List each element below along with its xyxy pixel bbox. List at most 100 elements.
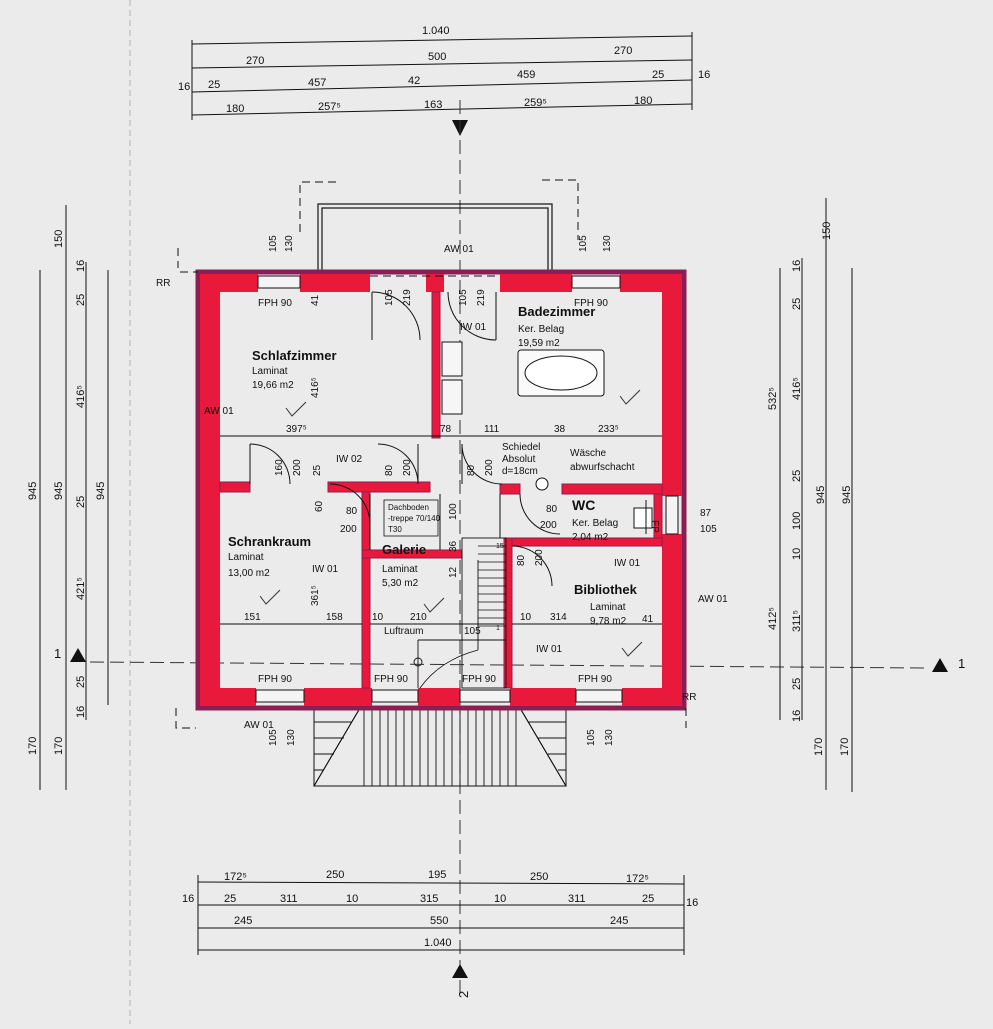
dim-top: 180 <box>634 95 652 107</box>
doors <box>249 291 561 587</box>
bathtub <box>517 349 605 397</box>
room-floor: Laminat <box>382 564 418 575</box>
dim-interior: 130 <box>286 729 297 746</box>
room-floor: Laminat <box>252 366 288 377</box>
dim-right: 150 <box>821 222 833 240</box>
dim-left: 16 <box>75 260 87 272</box>
dim-interior: 158 <box>326 612 343 623</box>
dim-left: 416⁵ <box>75 385 87 408</box>
dim-interior: 87 <box>700 508 712 519</box>
dim-interior: 130 <box>604 729 615 746</box>
dims-top <box>191 32 693 120</box>
dim-left: 421⁵ <box>75 577 87 600</box>
dim-bottom: 172⁵ <box>626 873 649 885</box>
dim-interior: 80 <box>516 554 527 566</box>
section-marker-right <box>932 658 948 672</box>
shower-elements <box>441 341 463 415</box>
room-floor: Ker. Belag <box>572 518 618 529</box>
dim-bottom: 16 <box>182 893 194 905</box>
label-fph90: FPH 90 <box>258 298 292 309</box>
dim-right: 25 <box>791 298 803 310</box>
label-fph90: FPH 90 <box>578 674 612 685</box>
dim-interior: 41 <box>310 294 321 306</box>
label-fph90: FPH 90 <box>462 674 496 685</box>
room-name-galerie: Galerie <box>382 542 426 557</box>
label-aw01: AW 01 <box>698 594 728 605</box>
entrance-stairs <box>313 707 567 787</box>
dim-right: 945 <box>815 486 827 504</box>
dim-interior: 105 <box>586 729 597 746</box>
dim-interior: 210 <box>410 612 427 623</box>
label-aw01: AW 01 <box>444 244 474 255</box>
dim-bottom: 311 <box>568 893 586 905</box>
dim-interior: 105 <box>578 235 589 252</box>
dim-bottom: 16 <box>686 897 698 909</box>
dim-bottom-total: 1.040 <box>424 937 452 949</box>
label-iw01: IW 01 <box>536 644 563 655</box>
dim-right: 10 <box>791 548 803 560</box>
dim-interior: 25 <box>312 464 323 476</box>
dim-interior: 397⁵ <box>286 424 307 435</box>
dim-interior: 130 <box>602 235 613 252</box>
room-floor: Ker. Belag <box>518 324 564 335</box>
room-name-schlafzimmer: Schlafzimmer <box>252 348 337 363</box>
dim-interior: 200 <box>402 459 413 476</box>
label-iw01: IW 01 <box>460 322 487 333</box>
dim-right: 16 <box>791 260 803 272</box>
dim-interior: 41 <box>642 614 654 625</box>
room-floor: Laminat <box>590 602 626 613</box>
dim-right: 412⁵ <box>767 607 779 630</box>
dim-interior: 36 <box>448 540 459 552</box>
dim-interior: 105 <box>384 289 395 306</box>
dim-top: 500 <box>428 51 446 63</box>
dim-left: 945 <box>95 482 107 500</box>
label-iw01: IW 01 <box>312 564 339 575</box>
dim-interior: 80 <box>466 464 477 476</box>
dachboden-box <box>383 499 439 537</box>
note-schiedel: d=18cm <box>502 466 538 477</box>
dim-interior: 105 <box>464 626 481 637</box>
dim-bottom: 315 <box>420 893 438 905</box>
dim-interior: 233⁵ <box>598 424 619 435</box>
room-floor: Laminat <box>228 552 264 563</box>
section-label: 1 <box>958 656 965 671</box>
dim-left: 945 <box>27 482 39 500</box>
room-area: 2,04 m2 <box>572 532 609 543</box>
dims-bottom <box>197 875 685 955</box>
dim-top: 259⁵ <box>524 97 547 109</box>
dims-right <box>779 198 853 792</box>
dim-left: 16 <box>75 706 87 718</box>
dim-top: 16 <box>698 69 710 81</box>
dim-top: 163 <box>424 99 442 111</box>
dim-interior: 78 <box>440 424 452 435</box>
dim-right: 100 <box>791 512 803 530</box>
dim-left: 25 <box>75 496 87 508</box>
dim-top: 25 <box>208 79 220 91</box>
room-name-bibliothek: Bibliothek <box>574 582 638 597</box>
dim-top: 270 <box>614 45 632 57</box>
dim-interior: 416⁵ <box>310 377 321 398</box>
dim-left: 170 <box>27 737 39 755</box>
dim-interior: 38 <box>554 424 566 435</box>
dim-interior: 12 <box>448 566 459 578</box>
dims-left <box>39 205 109 790</box>
room-name-wc: WC <box>572 497 595 513</box>
wc-fixtures <box>535 477 653 534</box>
dim-bottom: 10 <box>346 893 358 905</box>
dim-right: 16 <box>791 710 803 722</box>
dashed-outlines <box>175 179 687 729</box>
dim-top: 25 <box>652 69 664 81</box>
balcony <box>317 203 553 273</box>
dim-top: 42 <box>408 75 420 87</box>
dim-bottom: 10 <box>494 893 506 905</box>
note-rr: RR <box>156 278 170 289</box>
label-fph90: FPH 90 <box>258 674 292 685</box>
dim-bottom: 550 <box>430 915 448 927</box>
dim-top: 270 <box>246 55 264 67</box>
room-name-luftraum: Luftraum <box>384 626 423 637</box>
partition-lines <box>220 435 662 625</box>
dim-interior: 10 <box>520 612 532 623</box>
label-aw01: AW 01 <box>204 406 234 417</box>
dim-interior: 200 <box>540 520 557 531</box>
